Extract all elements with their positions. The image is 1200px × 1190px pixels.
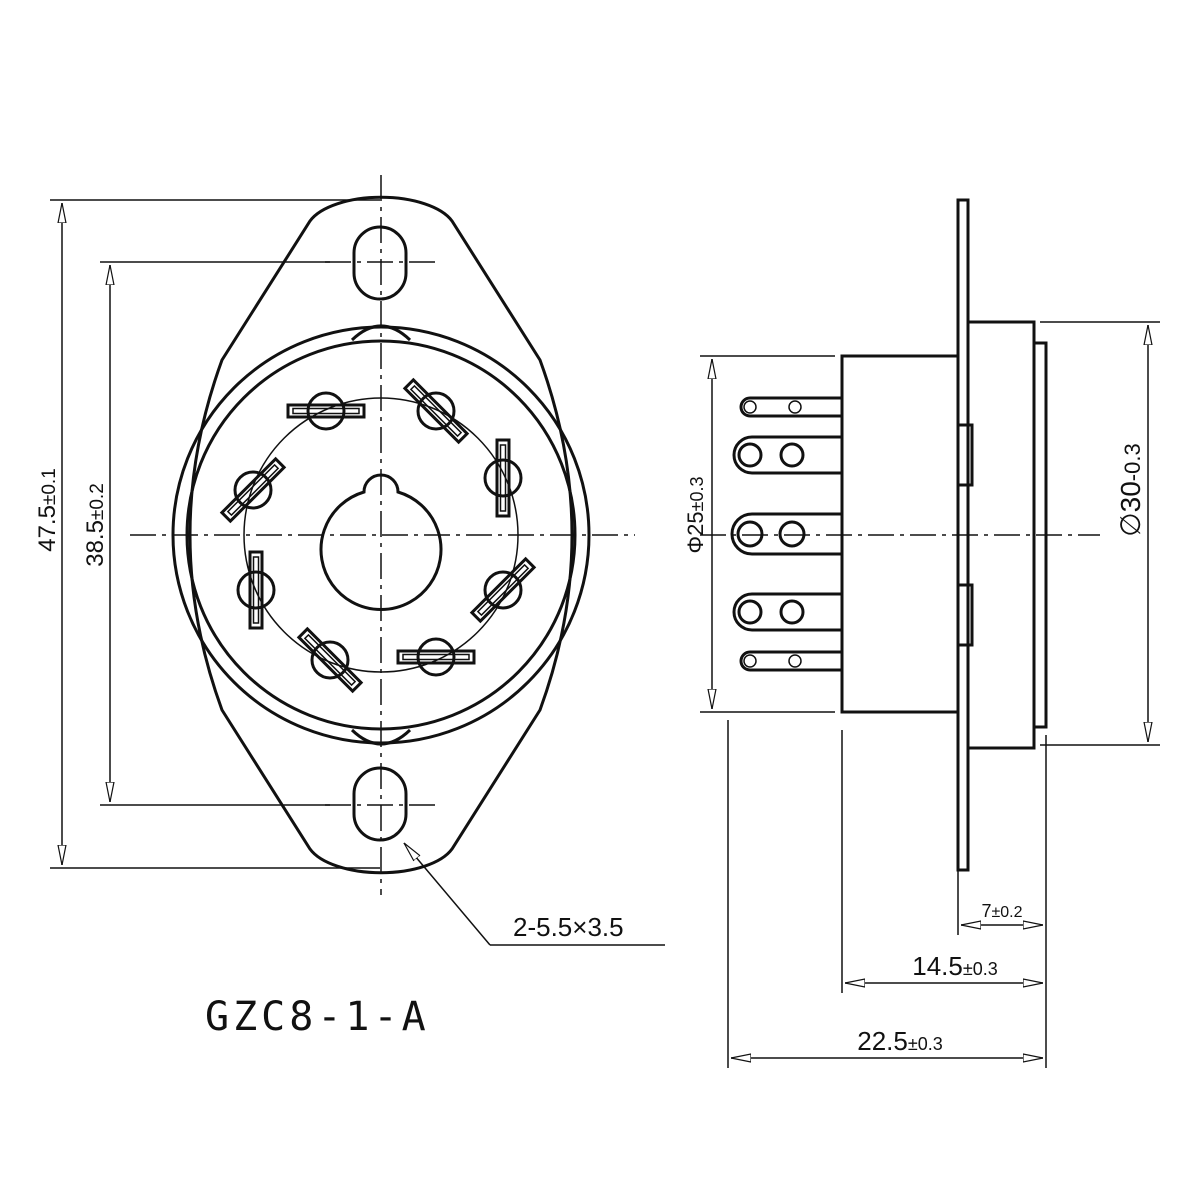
center-key-hole xyxy=(319,473,443,612)
svg-text:22.5±0.3: 22.5±0.3 xyxy=(857,1026,943,1056)
depth-total-value: 22.5 xyxy=(857,1026,908,1056)
depth-mid-value: 14.5 xyxy=(912,951,963,981)
overall-height-tol: ±0.1 xyxy=(39,468,60,505)
overall-height-value: 47.5 xyxy=(34,505,61,552)
solder-lug xyxy=(739,650,842,672)
solder-lug xyxy=(739,396,842,418)
pin-circle-tol: ±0.3 xyxy=(687,477,707,512)
svg-text:7±0.2: 7±0.2 xyxy=(981,901,1022,921)
depth-total-tol: ±0.3 xyxy=(908,1034,943,1054)
top-ring-notch xyxy=(350,324,412,342)
top-mounting-slot xyxy=(352,225,408,301)
svg-text:∅30-0.3: ∅30-0.3 xyxy=(1115,443,1146,536)
side-clip-bottom xyxy=(956,583,974,647)
solder-lug xyxy=(730,512,842,556)
hole-spacing-value: 38.5 xyxy=(82,520,109,567)
svg-text:38.5±0.2: 38.5±0.2 xyxy=(82,483,109,567)
pin-contact xyxy=(469,556,537,624)
side-view: Φ25±0.3 ∅30-0.3 7±0.2 14.5±0.3 22.5±0.3 xyxy=(683,198,1160,1068)
pin-contact xyxy=(483,438,523,518)
pin-circle-thin xyxy=(243,397,519,673)
bottom-ring-notch xyxy=(350,728,412,746)
pin-contact xyxy=(236,550,276,630)
hole-spacing-tol: ±0.2 xyxy=(87,483,108,520)
side-clip-top xyxy=(956,423,974,487)
depth-small-tol: ±0.2 xyxy=(991,904,1022,921)
pin-circle-prefix: Φ xyxy=(683,536,708,554)
model-title: GZC8-1-A xyxy=(205,994,430,1040)
solder-lug xyxy=(732,435,842,475)
pin-contact xyxy=(296,626,364,694)
bottom-mounting-slot xyxy=(352,766,408,842)
pin-contact xyxy=(402,377,470,445)
front-view: 47.5±0.1 38.5±0.2 2-5.5×3.5 GZC8-1-A xyxy=(34,175,665,1040)
depth-mid-tol: ±0.3 xyxy=(963,959,998,979)
body-dia-tol: -0.3 xyxy=(1120,443,1145,481)
pin-contacts xyxy=(219,377,537,694)
pin-contact xyxy=(396,637,476,677)
side-body-rear-lip xyxy=(1032,341,1048,729)
depth-small-value: 7 xyxy=(981,901,991,921)
solder-lugs xyxy=(730,396,842,672)
svg-text:Φ25±0.3: Φ25±0.3 xyxy=(683,477,708,554)
socket-body-inner-circle xyxy=(185,339,577,731)
pin-circle-value: 25 xyxy=(683,511,708,535)
body-dia-prefix: ∅ xyxy=(1115,512,1146,536)
body-dia-value: 30 xyxy=(1115,481,1146,512)
pin-contact xyxy=(219,456,287,524)
solder-lug xyxy=(732,592,842,632)
mount-holes-label: 2-5.5×3.5 xyxy=(513,912,624,942)
svg-text:47.5±0.1: 47.5±0.1 xyxy=(34,468,61,552)
mount-hole-leader xyxy=(403,842,491,946)
mounting-flange-outline xyxy=(188,195,574,875)
side-body-front xyxy=(840,354,960,714)
pin-contact xyxy=(286,391,366,431)
svg-text:14.5±0.3: 14.5±0.3 xyxy=(912,951,998,981)
